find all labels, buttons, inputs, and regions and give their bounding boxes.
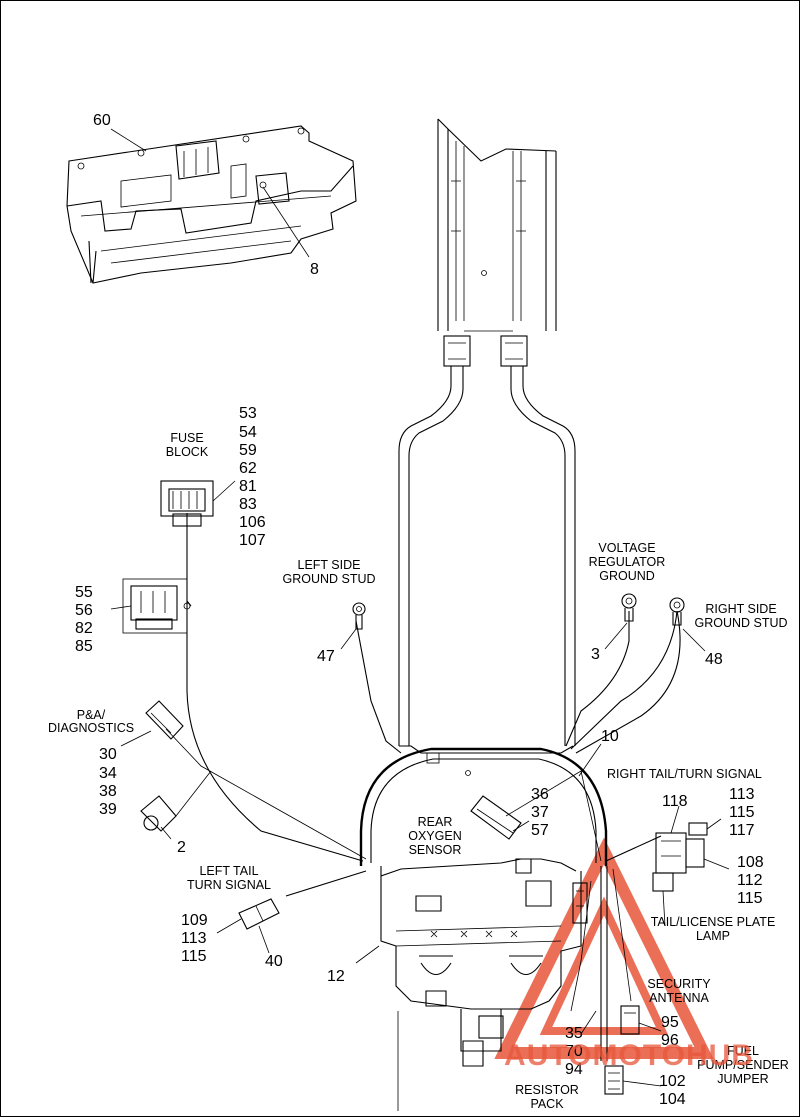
frame-backbone-drawing xyxy=(398,118,576,746)
callout-94: 94 xyxy=(565,1061,583,1078)
label-security-1: SECURITY xyxy=(647,977,711,991)
label-right-tail: RIGHT TAIL/TURN SIGNAL xyxy=(607,767,762,781)
callout-109: 109 xyxy=(181,912,208,929)
callout-53: 53 xyxy=(239,405,257,422)
callout-59: 59 xyxy=(239,442,257,459)
leader-8 xyxy=(262,186,310,258)
ring-terminal-48 xyxy=(669,597,685,626)
label-fuel-pump-2: PUMP/SENDER xyxy=(697,1058,789,1072)
callout-112: 112 xyxy=(737,872,763,889)
callout-108: 108 xyxy=(737,854,764,871)
callout-38: 38 xyxy=(99,783,117,800)
callout-117: 117 xyxy=(729,822,755,839)
security-antenna-connector xyxy=(620,1005,640,1035)
label-security-2: ANTENNA xyxy=(649,991,709,1005)
callout-102: 102 xyxy=(659,1073,686,1090)
label-rear-o2-3: SENSOR xyxy=(409,843,462,857)
callout-115: 115 xyxy=(729,804,755,821)
label-right-ground-2: GROUND STUD xyxy=(694,616,787,630)
callout-3: 3 xyxy=(591,646,600,663)
label-right-ground-1: RIGHT SIDE xyxy=(705,602,776,616)
label-fuse-block-2: BLOCK xyxy=(166,445,209,459)
label-fuse-block-1: FUSE xyxy=(170,431,203,445)
callout-62: 62 xyxy=(239,460,257,477)
callout-60: 60 xyxy=(93,112,111,129)
watermark-text: AUTOMOTOHUB xyxy=(504,1039,754,1072)
callout-70: 70 xyxy=(565,1043,583,1060)
callout-115-c: 115 xyxy=(181,948,207,965)
label-voltage-reg-1: VOLTAGE xyxy=(598,541,655,555)
callout-2: 2 xyxy=(177,839,186,856)
label-voltage-reg-2: REGULATOR xyxy=(589,555,666,569)
diagnostics-connector xyxy=(145,700,184,740)
label-resistor-2: PACK xyxy=(530,1097,564,1111)
callout-107: 107 xyxy=(239,532,266,549)
callout-81: 81 xyxy=(239,478,257,495)
callout-95: 95 xyxy=(661,1014,679,1031)
callout-12: 12 xyxy=(327,968,345,985)
label-left-tail-2: TURN SIGNAL xyxy=(187,878,271,892)
callout-57: 57 xyxy=(531,822,549,839)
callout-39: 39 xyxy=(99,801,117,818)
callout-83: 83 xyxy=(239,496,257,513)
harness-wires xyxy=(165,513,681,1061)
callout-104: 104 xyxy=(659,1091,686,1108)
label-pa-diag-1: P&A/ xyxy=(77,708,106,722)
callout-113-b: 113 xyxy=(181,930,207,947)
fuse-bracket-drawing xyxy=(66,125,357,284)
callout-40: 40 xyxy=(265,953,283,970)
leader-lines xyxy=(110,480,730,1087)
label-fuel-pump-3: JUMPER xyxy=(717,1072,768,1086)
callout-10: 10 xyxy=(601,728,619,745)
callout-115-b: 115 xyxy=(737,890,763,907)
label-tail-license-1: TAIL/LICENSE PLATE xyxy=(651,915,776,929)
label-fuel-pump-1: FUEL xyxy=(727,1044,759,1058)
left-tail-connector xyxy=(238,898,280,930)
callout-30: 30 xyxy=(99,746,117,763)
component-labels: FUSE BLOCK LEFT SIDE GROUND STUD VOLTAGE… xyxy=(48,431,789,1111)
label-rear-o2-1: REAR xyxy=(418,815,453,829)
relay-component xyxy=(122,578,191,634)
callout-55: 55 xyxy=(75,584,93,601)
leader-60 xyxy=(110,128,147,152)
callout-85: 85 xyxy=(75,638,93,655)
label-pa-diag-2: DIAGNOSTICS xyxy=(48,721,134,735)
label-rear-o2-2: OXYGEN xyxy=(408,829,462,843)
callout-82: 82 xyxy=(75,620,93,637)
ring-terminal-47 xyxy=(352,602,366,630)
callout-54: 54 xyxy=(239,424,257,441)
label-left-tail-1: LEFT TAIL xyxy=(199,864,258,878)
part-2-connector xyxy=(140,795,177,832)
callout-35: 35 xyxy=(565,1025,583,1042)
label-left-ground-2: GROUND STUD xyxy=(282,572,375,586)
callout-36: 36 xyxy=(531,786,549,803)
callout-numbers: 60 8 53 54 59 62 81 83 106 107 55 56 82 … xyxy=(75,112,764,1108)
rear-fender-drawing xyxy=(359,745,608,1111)
callout-8: 8 xyxy=(310,261,319,278)
label-tail-license-2: LAMP xyxy=(696,929,730,943)
callout-47: 47 xyxy=(317,648,335,665)
callout-48: 48 xyxy=(705,651,723,668)
right-tail-connector xyxy=(652,822,708,892)
callout-96: 96 xyxy=(661,1032,679,1049)
fuse-block-component xyxy=(160,480,214,527)
fuel-pump-jumper-connector xyxy=(604,1065,624,1095)
label-resistor-1: RESISTOR xyxy=(515,1083,579,1097)
label-voltage-reg-3: GROUND xyxy=(599,569,655,583)
label-left-ground-1: LEFT SIDE xyxy=(298,558,361,572)
callout-106: 106 xyxy=(239,514,266,531)
watermark-logo xyxy=(494,837,714,1059)
callout-118: 118 xyxy=(662,793,688,810)
ring-terminal-3 xyxy=(621,593,637,622)
callout-56: 56 xyxy=(75,602,93,619)
callout-37: 37 xyxy=(531,804,549,821)
callout-113: 113 xyxy=(729,786,755,803)
callout-34: 34 xyxy=(99,765,117,782)
oxygen-sensor-connector xyxy=(470,795,522,840)
